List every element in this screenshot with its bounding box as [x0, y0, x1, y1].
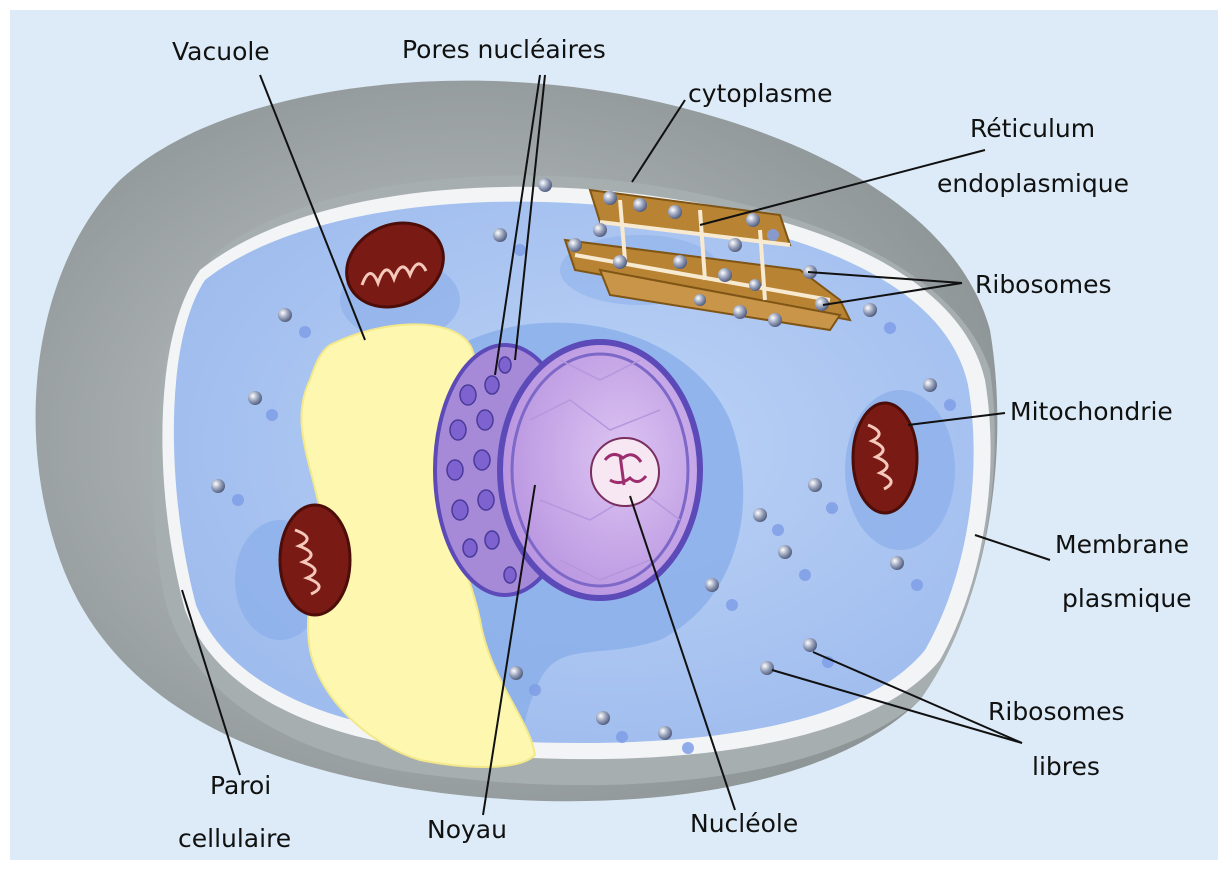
- label-cytoplasme: cytoplasme: [688, 79, 833, 108]
- label-reticulum-line2: endoplasmique: [937, 169, 1129, 198]
- label-pores-nucleaires: Pores nucléaires: [402, 35, 606, 64]
- nucleus: [435, 342, 700, 598]
- label-ribosomes-libres-line1: Ribosomes: [988, 697, 1125, 726]
- label-membrane-line2: plasmique: [1062, 584, 1192, 613]
- label-paroi-line1: Paroi: [210, 771, 271, 800]
- mitochondrion-left: [280, 505, 350, 615]
- label-mitochondrie: Mitochondrie: [1010, 397, 1173, 426]
- label-vacuole: Vacuole: [172, 37, 270, 66]
- label-ribosomes-libres-line2: libres: [1032, 752, 1100, 781]
- label-nucleole: Nucléole: [690, 809, 798, 838]
- label-reticulum-line1: Réticulum: [970, 114, 1095, 143]
- nucleolus: [591, 438, 659, 506]
- label-paroi-line2: cellulaire: [178, 824, 291, 853]
- label-noyau: Noyau: [427, 815, 507, 844]
- mitochondrion-right: [853, 403, 917, 513]
- label-ribosomes: Ribosomes: [975, 270, 1112, 299]
- label-membrane-line1: Membrane: [1055, 530, 1189, 559]
